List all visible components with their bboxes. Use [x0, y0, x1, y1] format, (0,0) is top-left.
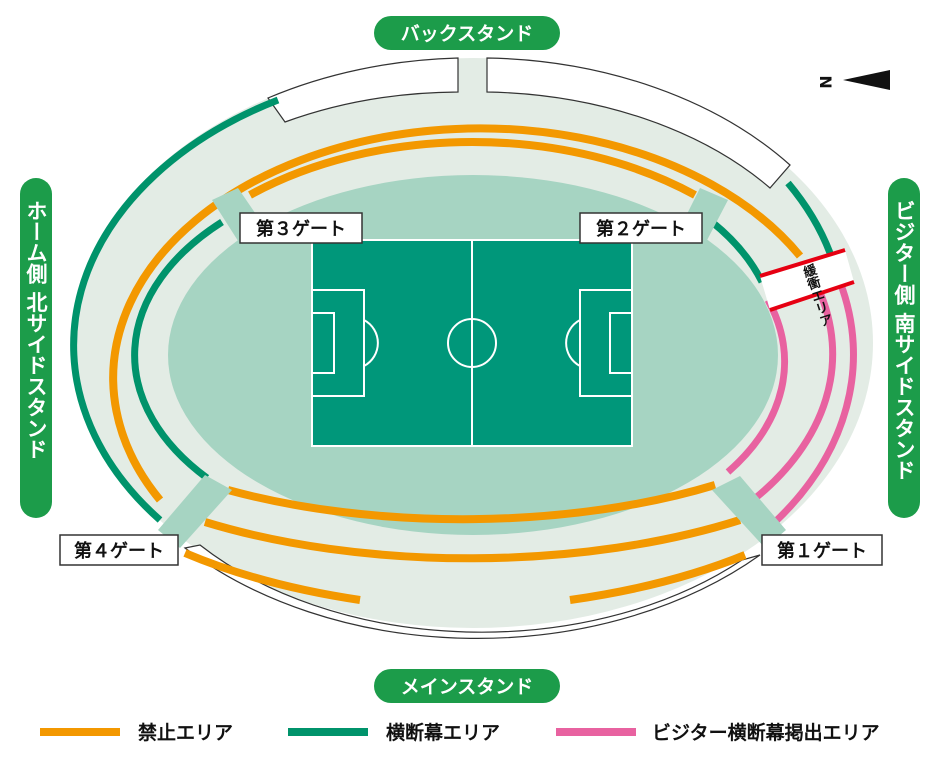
legend-label-prohibited: 禁止エリア: [138, 721, 233, 744]
gate1-label: 第１ゲート: [777, 540, 867, 562]
gate4-passage: [158, 475, 232, 548]
visitor-south-stand-label: ビジター側 南サイドスタンド: [892, 200, 917, 480]
prohibited-area-main-1: [226, 481, 717, 524]
legend: 禁止エリア 横断幕エリア ビジター横断幕掲出エリア: [40, 721, 880, 744]
prohibited-area-outer: [109, 124, 804, 503]
gate2-label: 第２ゲート: [596, 218, 686, 240]
main-stand-label: メインスタンド: [401, 676, 534, 698]
gate1-passage: [712, 476, 786, 548]
gate2-label-box: 第２ゲート: [579, 212, 703, 244]
compass-north-label: N: [816, 75, 835, 88]
home-north-stand-label: ホーム側 北サイドスタンド: [24, 200, 49, 459]
banner-area-inner-north: [131, 219, 224, 481]
prohibited-area-main-2: [203, 516, 742, 563]
visitor-banner-area-outer: [772, 280, 857, 525]
banner-area-outer-south-top: [785, 180, 834, 255]
prohibited-area-upper: [248, 137, 697, 199]
football-pitch: [311, 239, 633, 447]
gate1-label-box: 第１ゲート: [761, 534, 883, 566]
legend-label-visitor-banner: ビジター横断幕掲出エリア: [652, 721, 880, 744]
banner-area-inner-south: [709, 219, 766, 284]
home-north-stand-pill: ホーム側 北サイドスタンド: [20, 178, 52, 518]
prohibited-area-main-3-left: [183, 549, 361, 604]
visitor-banner-area-middle: [750, 286, 837, 503]
gate3-label-box: 第３ゲート: [239, 212, 363, 244]
back-stand-label: バックスタンド: [401, 23, 533, 45]
gate4-label: 第４ゲート: [74, 540, 164, 562]
compass-arrow-icon: [843, 70, 890, 90]
prohibited-area-main-3-right: [569, 551, 747, 604]
visitor-south-stand-pill: ビジター側 南サイドスタンド: [888, 178, 920, 518]
legend-label-banner: 横断幕エリア: [386, 721, 500, 744]
back-stand-seating-right: [486, 57, 791, 189]
back-stand-seating-left: [267, 57, 459, 123]
back-stand-pill: バックスタンド: [374, 16, 560, 50]
gate4-label-box: 第４ゲート: [59, 534, 179, 566]
banner-area-outer-north: [70, 96, 280, 523]
main-stand-pill: メインスタンド: [374, 669, 560, 703]
compass: N: [816, 70, 890, 90]
visitor-banner-area-inner: [725, 298, 789, 475]
gate3-label: 第３ゲート: [256, 218, 346, 240]
main-stand-seating: [183, 544, 761, 640]
